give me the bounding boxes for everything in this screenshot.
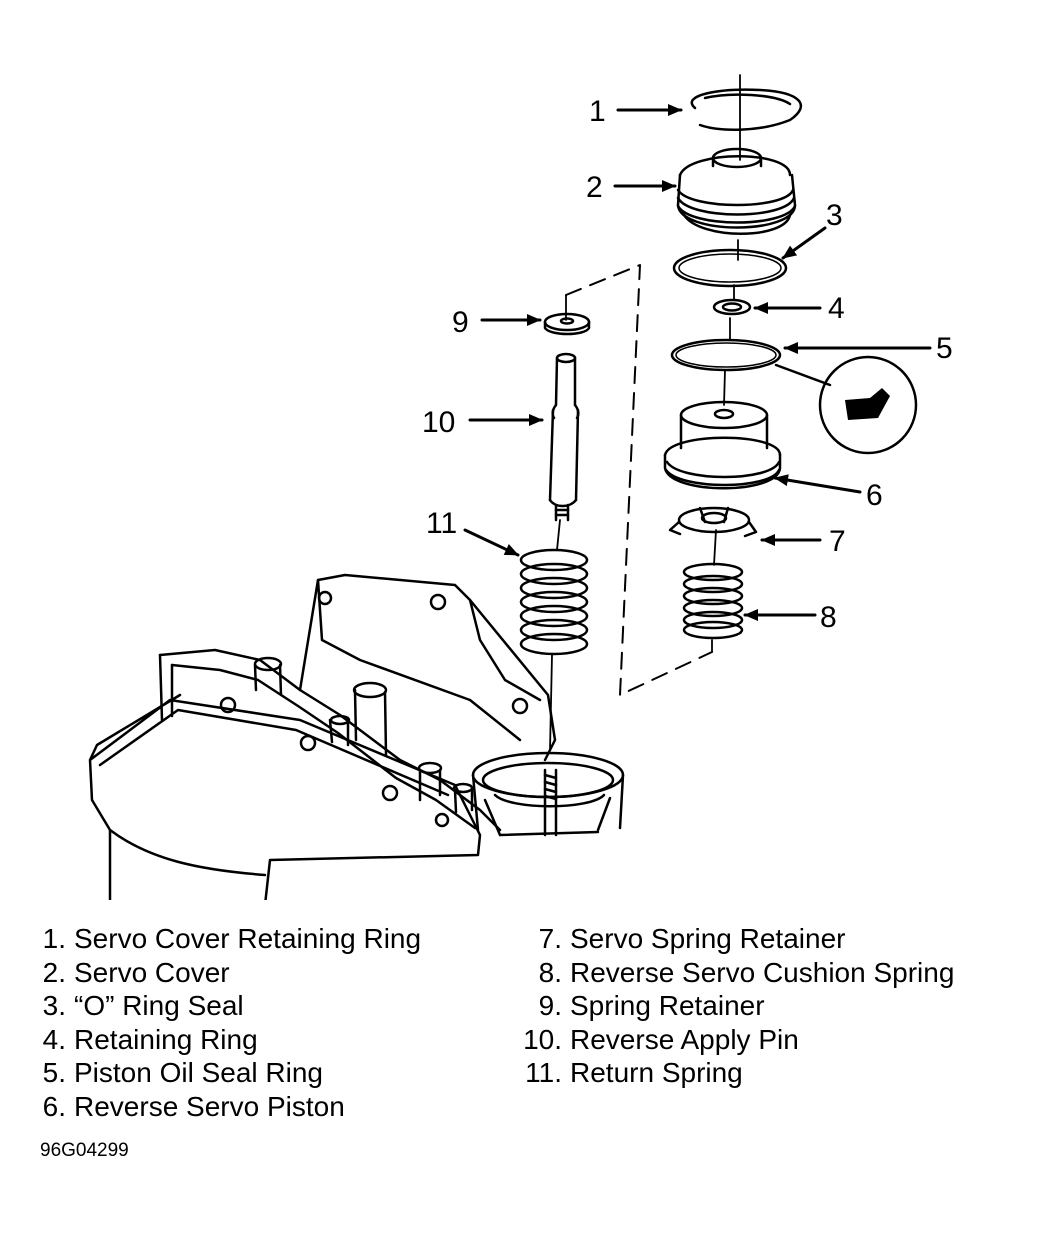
legend-item: 6.Reverse Servo Piston bbox=[36, 1090, 421, 1124]
legend-item: 11. Return Spring bbox=[516, 1056, 954, 1090]
callout-10: 10 bbox=[422, 406, 455, 439]
legend-text: Reverse Apply Pin bbox=[570, 1023, 799, 1055]
servo-cover bbox=[676, 147, 797, 235]
reverse-apply-pin bbox=[548, 352, 580, 522]
callout-1: 1 bbox=[589, 95, 606, 128]
legend-number: 10. bbox=[523, 1023, 562, 1055]
legend-number: 4. bbox=[42, 1023, 66, 1055]
spring-retainer bbox=[543, 312, 591, 336]
servo-spring-retainer bbox=[668, 506, 758, 538]
legend-text: Spring Retainer bbox=[570, 990, 765, 1021]
legend-item: 5. Piston Oil Seal Ring bbox=[36, 1056, 421, 1090]
retaining-ring bbox=[712, 298, 752, 316]
legend-number: 3. bbox=[42, 990, 66, 1021]
legend-item: 1. Servo Cover Retaining Ring bbox=[36, 922, 421, 956]
legend-right-column: 7. Servo Spring Retainer 8.Reverse Servo … bbox=[516, 922, 954, 1090]
legend-text: Return Spring bbox=[570, 1057, 743, 1088]
legend-item: 7. Servo Spring Retainer bbox=[516, 922, 954, 956]
legend-item: 10.Reverse Apply Pin bbox=[516, 1023, 954, 1057]
callout-5: 5 bbox=[936, 332, 953, 365]
callout-9: 9 bbox=[452, 306, 469, 339]
legend-item: 2.Servo Cover bbox=[36, 956, 421, 990]
callout-2: 2 bbox=[586, 171, 603, 204]
alignment-dashed-line bbox=[565, 264, 713, 696]
legend-number: 6. bbox=[42, 1090, 66, 1122]
legend-number: 11. bbox=[525, 1057, 562, 1088]
legend-text: Piston Oil Seal Ring bbox=[74, 1057, 324, 1088]
callout-8: 8 bbox=[820, 601, 837, 634]
legend-text: Servo Spring Retainer bbox=[570, 923, 846, 954]
reverse-servo-cushion-spring bbox=[682, 562, 744, 640]
callout-11: 11 bbox=[426, 507, 457, 540]
transmission-case bbox=[88, 573, 625, 900]
legend-item: 3. “O” Ring Seal bbox=[36, 989, 421, 1023]
reverse-servo-piston bbox=[663, 400, 782, 490]
callout-6: 6 bbox=[866, 479, 883, 512]
exploded-diagram: 1 2 3 4 5 6 7 8 9 10 11 bbox=[88, 74, 953, 900]
callout-4: 4 bbox=[828, 292, 845, 325]
return-spring bbox=[519, 548, 589, 656]
o-ring-seal bbox=[672, 248, 788, 288]
legend-number: 2. bbox=[42, 956, 66, 988]
legend-left-column: 1.Servo Cover Retaining Ring 2.Servo Cov… bbox=[36, 922, 421, 1123]
callout-arrows bbox=[463, 104, 932, 621]
servo-cover-retaining-ring bbox=[690, 88, 803, 131]
legend-number: 8. bbox=[538, 956, 562, 988]
seal-section-detail bbox=[818, 355, 918, 455]
piston-oil-seal-ring bbox=[670, 338, 782, 372]
legend-number: 5. bbox=[42, 1057, 66, 1088]
legend-item: 9. Spring Retainer bbox=[516, 989, 954, 1023]
legend-item: 8.Reverse Servo Cushion Spring bbox=[516, 956, 955, 990]
figure-id: 96G04299 bbox=[40, 1140, 129, 1161]
legend-text: Servo Cover Retaining Ring bbox=[74, 923, 422, 954]
legend-text: Retaining Ring bbox=[74, 1023, 258, 1055]
legend-item: 4.Retaining Ring bbox=[36, 1023, 421, 1057]
legend-text: Reverse Servo Cushion Spring bbox=[570, 956, 955, 988]
legend-text: Reverse Servo Piston bbox=[74, 1090, 345, 1122]
legend-text: “O” Ring Seal bbox=[74, 990, 244, 1021]
callout-3: 3 bbox=[826, 199, 843, 232]
legend-number: 1. bbox=[42, 923, 66, 954]
callout-7: 7 bbox=[829, 525, 846, 558]
legend-number: 9. bbox=[538, 990, 562, 1021]
legend-text: Servo Cover bbox=[74, 956, 230, 988]
legend-number: 7. bbox=[538, 923, 562, 954]
